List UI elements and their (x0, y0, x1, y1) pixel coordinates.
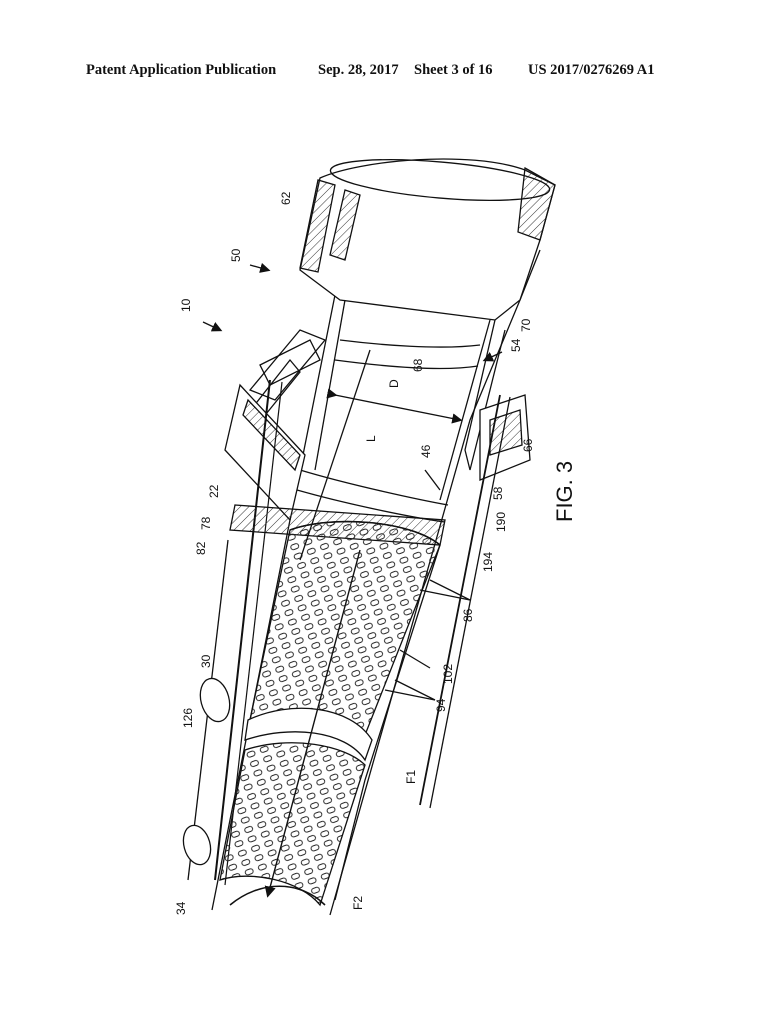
label-62: 62 (279, 191, 293, 205)
bore-line-right (439, 319, 491, 501)
flange-top-ellipse (329, 159, 551, 201)
flange-inner-hatch (329, 189, 361, 261)
label-94: 94 (434, 698, 448, 712)
middle-ring (244, 707, 373, 762)
flow-arrow-F (264, 549, 361, 898)
tube-lower-edge (329, 249, 541, 916)
axis-L-line (299, 349, 371, 561)
leader-94b (384, 689, 436, 701)
dimension-D-arrow (326, 388, 463, 424)
label-70: 70 (519, 318, 533, 332)
outer-wall-70 (464, 319, 506, 471)
label-58: 58 (491, 486, 505, 500)
leader-10 (202, 321, 223, 332)
publication-number: US 2017/0276269 A1 (528, 62, 655, 78)
leader-46 (424, 469, 441, 491)
label-78: 78 (199, 516, 213, 530)
figure-label: FIG. 3 (552, 461, 577, 522)
upper-block-hatch (242, 398, 301, 472)
leader-54 (482, 351, 503, 362)
label-86: 86 (461, 608, 475, 622)
flange-left-hatch (299, 179, 336, 273)
fitting-126 (199, 677, 231, 723)
lower-rod-inner (429, 396, 511, 809)
flange-right-hatch (517, 166, 556, 241)
label-10: 10 (179, 298, 193, 312)
publication-date: Sep. 28, 2017 (318, 62, 399, 78)
lower-rod (419, 394, 501, 806)
perforated-liner-lower (219, 742, 366, 907)
label-50: 50 (229, 248, 243, 262)
label-68: 68 (411, 358, 425, 372)
reference-labels: 10 50 62 70 54 68 D L 46 66 58 190 194 2… (174, 191, 535, 915)
label-D: D (387, 379, 401, 388)
label-L: L (364, 435, 378, 442)
label-126: 126 (181, 708, 195, 728)
label-F2: F2 (351, 896, 365, 910)
tube-assembly (182, 158, 556, 916)
leader-102 (399, 649, 431, 669)
page-header: Patent Application Publication Sep. 28, … (0, 62, 768, 92)
leader-86b (419, 589, 471, 601)
side-wall-right (334, 544, 441, 901)
upper-fitting-b (259, 339, 321, 386)
bore-ring-1 (339, 339, 481, 348)
publication-title: Patent Application Publication (86, 62, 277, 78)
label-82: 82 (194, 541, 208, 555)
label-46: 46 (419, 444, 433, 458)
flange-body (299, 158, 556, 321)
leader-86a (429, 579, 471, 601)
sheet-number: Sheet 3 of 16 (414, 62, 493, 78)
upper-rod (214, 379, 271, 881)
label-34: 34 (174, 901, 188, 915)
bore-ring-2 (334, 359, 479, 370)
label-194: 194 (481, 552, 495, 572)
label-F1: F1 (404, 770, 418, 784)
label-54: 54 (509, 338, 523, 352)
bore-ring-3 (299, 469, 449, 506)
label-30: 30 (199, 654, 213, 668)
liner-upper-rim (289, 520, 441, 546)
label-66: 66 (521, 438, 535, 452)
label-22: 22 (207, 484, 221, 498)
bore-line-left (314, 299, 346, 471)
liner-lower-rim (229, 885, 326, 906)
leader-94a (394, 679, 436, 701)
fitting-lower (182, 824, 212, 866)
label-190: 190 (494, 512, 508, 532)
label-102: 102 (441, 664, 455, 684)
leader-50 (249, 262, 271, 273)
